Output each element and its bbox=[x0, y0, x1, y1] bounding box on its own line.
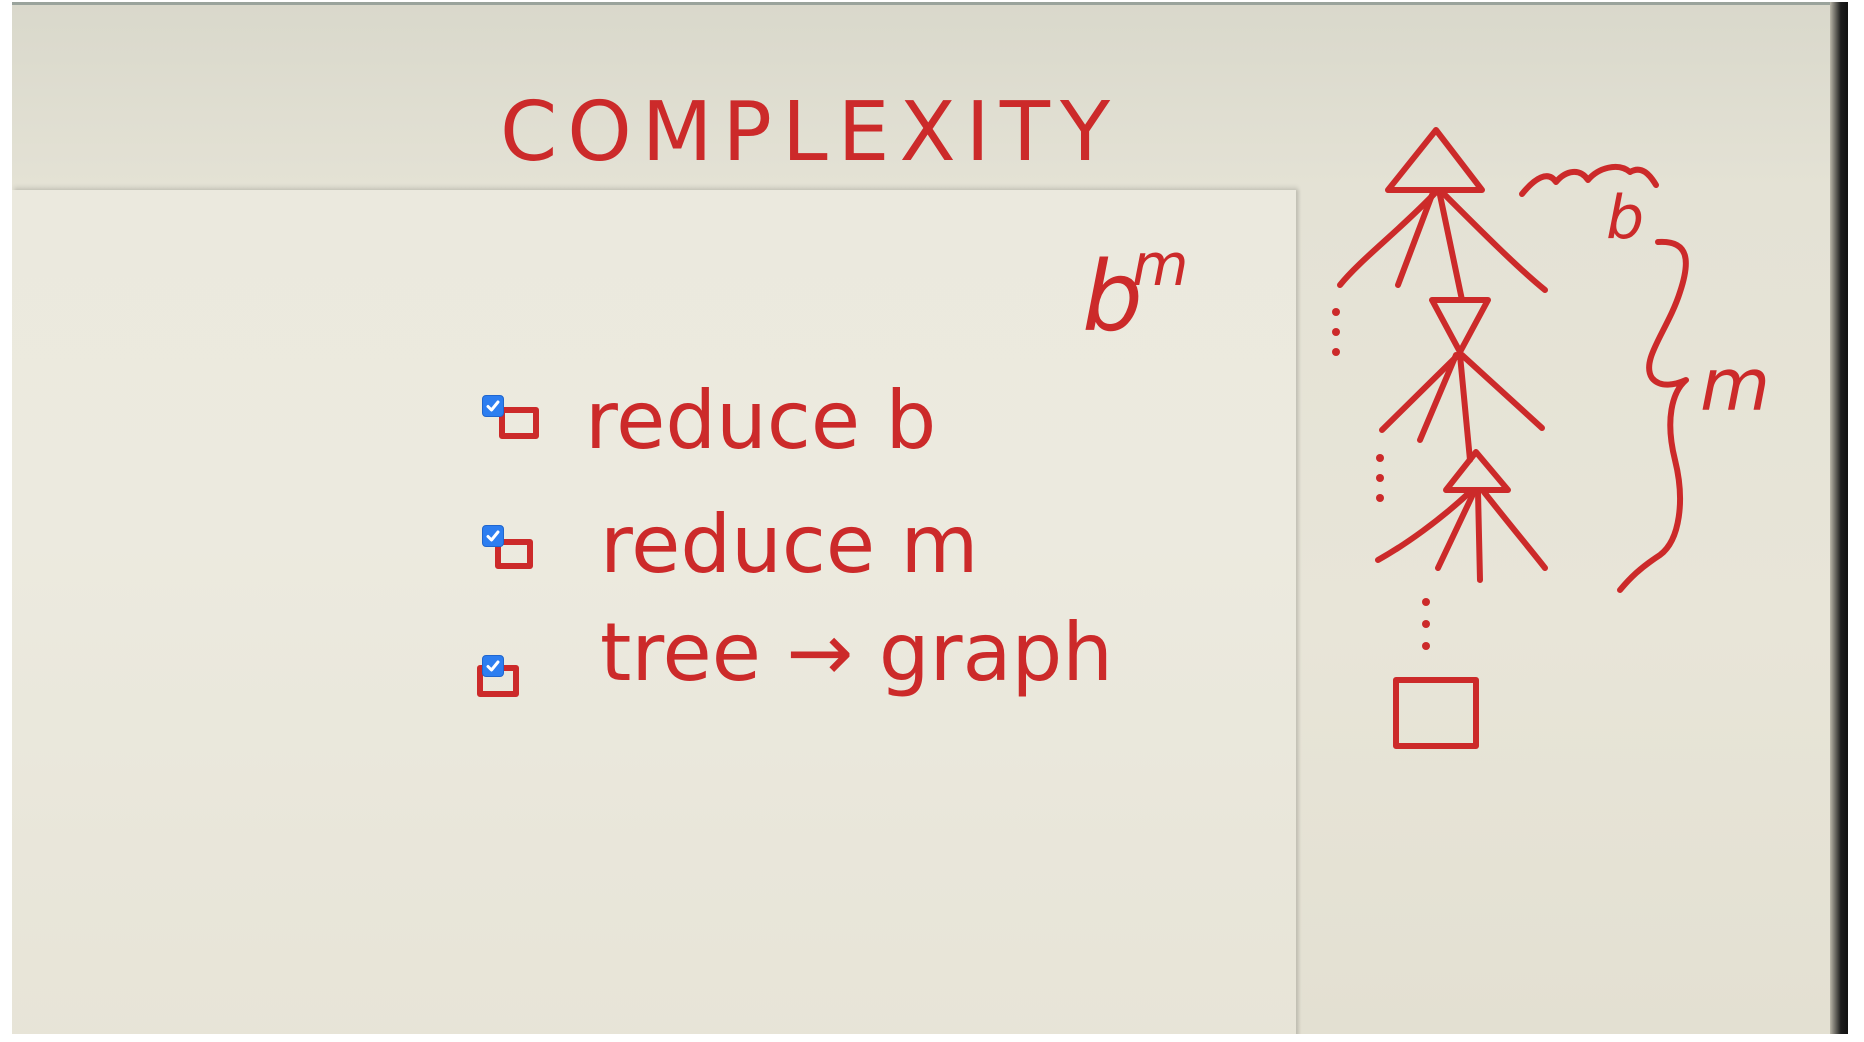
ellipsis-dot bbox=[1422, 642, 1430, 650]
min-node-triangle bbox=[1429, 297, 1491, 355]
tree-branch bbox=[1457, 352, 1473, 463]
tree-branch bbox=[1435, 489, 1477, 571]
terminal-node-square bbox=[1393, 677, 1479, 749]
branching-brace bbox=[1519, 163, 1659, 197]
tree-branch bbox=[1375, 489, 1473, 563]
formula-exponent: m bbox=[1132, 231, 1189, 299]
branching-label: b bbox=[1606, 183, 1644, 253]
checkbox-checked-icon bbox=[486, 660, 500, 672]
hand-drawn-box-1 bbox=[499, 407, 539, 439]
tree-branch bbox=[1337, 189, 1439, 288]
checkbox-checked-icon bbox=[486, 530, 500, 542]
tree-branch bbox=[1437, 192, 1465, 303]
tree-branch bbox=[1417, 352, 1459, 443]
ellipsis-dot bbox=[1332, 308, 1340, 316]
tree-branch bbox=[1459, 352, 1545, 431]
checkbox-reduce-b[interactable] bbox=[482, 395, 504, 417]
tree-branch bbox=[1475, 489, 1483, 583]
checkbox-reduce-m[interactable] bbox=[482, 525, 504, 547]
depth-label: m bbox=[1700, 343, 1770, 427]
hand-drawn-box-2 bbox=[495, 539, 533, 569]
checkbox-tree-graph[interactable] bbox=[482, 655, 504, 677]
page-title: COMPLEXITY bbox=[500, 85, 1120, 180]
ellipsis-dot bbox=[1422, 598, 1430, 606]
max-node-triangle bbox=[1385, 127, 1485, 193]
checkbox-checked-icon bbox=[486, 400, 500, 412]
tree-diagram-icon bbox=[1332, 127, 1548, 749]
ellipsis-dot bbox=[1376, 454, 1384, 462]
photo-top-edge bbox=[12, 2, 1848, 5]
list-item-label-1: reduce b bbox=[585, 374, 936, 467]
paper-sheet bbox=[12, 190, 1296, 1034]
ellipsis-dot bbox=[1332, 328, 1340, 336]
ellipsis-dot bbox=[1376, 494, 1384, 502]
formula-base: b bbox=[1082, 241, 1143, 353]
ellipsis-dot bbox=[1422, 620, 1430, 628]
depth-brace bbox=[1617, 238, 1689, 593]
max-node-triangle-small bbox=[1443, 449, 1511, 493]
tree-branch bbox=[1439, 189, 1548, 293]
photo-right-edge bbox=[1830, 2, 1848, 1034]
list-item-label-2: reduce m bbox=[600, 498, 978, 591]
tree-branch bbox=[1395, 192, 1435, 288]
list-item-label-3: tree → graph bbox=[600, 606, 1113, 699]
ellipsis-dot bbox=[1376, 474, 1384, 482]
tree-branch bbox=[1481, 489, 1548, 571]
ellipsis-dot bbox=[1332, 348, 1340, 356]
tree-branch bbox=[1379, 352, 1461, 433]
